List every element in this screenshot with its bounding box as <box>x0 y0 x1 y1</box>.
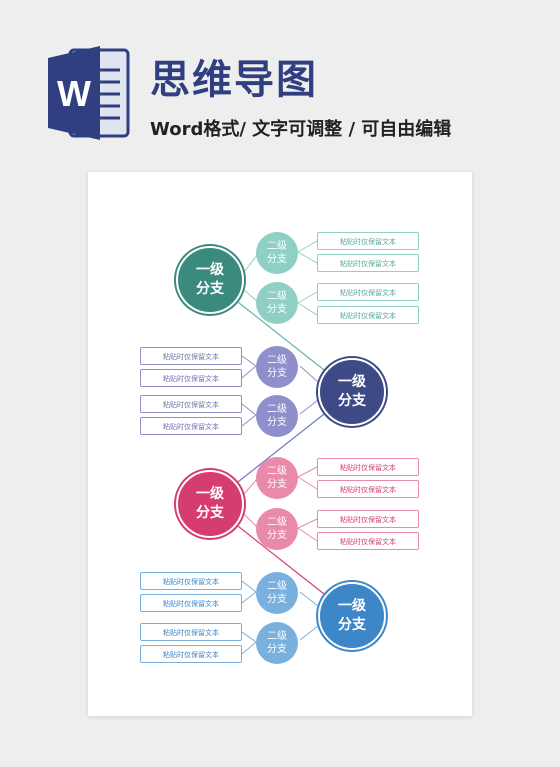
level2-node-label: 分支 <box>267 304 287 315</box>
level2-node[interactable]: 二级分支 <box>256 346 298 388</box>
level2-node-label: 二级 <box>267 404 287 415</box>
text-box[interactable]: 粘贴时仅保留文本 <box>140 572 242 590</box>
text-box[interactable]: 粘贴时仅保留文本 <box>140 395 242 413</box>
level2-node-label: 二级 <box>267 581 287 592</box>
text-box[interactable]: 粘贴时仅保留文本 <box>140 347 242 365</box>
level1-node[interactable]: 一级分支 <box>176 470 244 538</box>
text-box[interactable]: 粘贴时仅保留文本 <box>317 532 419 550</box>
level2-node-label: 二级 <box>267 355 287 366</box>
level2-node-label: 分支 <box>267 479 287 490</box>
level1-node[interactable]: 一级分支 <box>318 582 386 650</box>
level2-node-label: 分支 <box>267 368 287 379</box>
text-box[interactable]: 粘贴时仅保留文本 <box>140 645 242 663</box>
level1-node-label: 分支 <box>338 617 366 633</box>
level1-node-label: 分支 <box>196 505 224 521</box>
word-logo-letter: W <box>57 73 91 114</box>
level2-node[interactable]: 二级分支 <box>256 572 298 614</box>
level2-node-label: 二级 <box>267 517 287 528</box>
level2-node[interactable]: 二级分支 <box>256 457 298 499</box>
header: W 思维导图 Word格式/ 文字可调整 / 可自由编辑 <box>0 0 560 160</box>
text-box[interactable]: 粘贴时仅保留文本 <box>317 283 419 301</box>
page-title: 思维导图 <box>150 57 318 103</box>
level2-node-label: 分支 <box>267 594 287 605</box>
page-subtitle: Word格式/ 文字可调整 / 可自由编辑 <box>150 119 452 140</box>
text-box[interactable]: 粘贴时仅保留文本 <box>317 480 419 498</box>
word-logo-icon: W <box>48 46 130 140</box>
level1-node[interactable]: 一级分支 <box>318 358 386 426</box>
level2-node-label: 二级 <box>267 466 287 477</box>
level2-node[interactable]: 二级分支 <box>256 282 298 324</box>
level2-node-label: 分支 <box>267 530 287 541</box>
text-box[interactable]: 粘贴时仅保留文本 <box>317 510 419 528</box>
level1-node[interactable]: 一级分支 <box>176 246 244 314</box>
level1-node-label: 一级 <box>338 374 366 390</box>
text-box[interactable]: 粘贴时仅保留文本 <box>140 623 242 641</box>
text-box[interactable]: 粘贴时仅保留文本 <box>317 458 419 476</box>
level1-node-label: 分支 <box>338 393 366 409</box>
level2-node-label: 二级 <box>267 631 287 642</box>
level1-node-label: 一级 <box>196 262 224 278</box>
text-box[interactable]: 粘贴时仅保留文本 <box>140 417 242 435</box>
level2-node[interactable]: 二级分支 <box>256 232 298 274</box>
text-box[interactable]: 粘贴时仅保留文本 <box>317 306 419 324</box>
level2-node[interactable]: 二级分支 <box>256 395 298 437</box>
text-box[interactable]: 粘贴时仅保留文本 <box>140 594 242 612</box>
level2-node-label: 二级 <box>267 241 287 252</box>
level2-node[interactable]: 二级分支 <box>256 622 298 664</box>
level2-node-label: 分支 <box>267 644 287 655</box>
level2-node-label: 分支 <box>267 417 287 428</box>
level2-node[interactable]: 二级分支 <box>256 508 298 550</box>
level2-node-label: 分支 <box>267 254 287 265</box>
text-box[interactable]: 粘贴时仅保留文本 <box>317 232 419 250</box>
level1-node-label: 一级 <box>196 486 224 502</box>
text-box[interactable]: 粘贴时仅保留文本 <box>140 369 242 387</box>
level1-node-label: 一级 <box>338 598 366 614</box>
level2-node-label: 二级 <box>267 291 287 302</box>
level1-node-label: 分支 <box>196 281 224 297</box>
text-box[interactable]: 粘贴时仅保留文本 <box>317 254 419 272</box>
